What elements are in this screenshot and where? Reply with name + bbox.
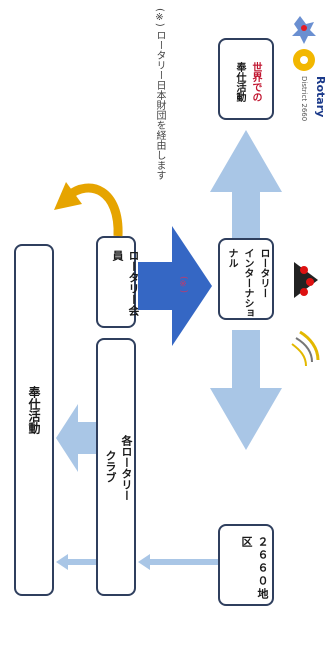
gift-icon	[294, 262, 318, 298]
arrow-district-to-clubs	[138, 554, 218, 570]
footnote: (※) ロータリー日本財団を経由します	[154, 8, 165, 180]
service-activities-label: 奉仕活動	[27, 386, 41, 434]
gold-curved-arrow	[65, 183, 123, 237]
rotary-member-box: ロータリー会員	[96, 236, 140, 328]
rotary-international-box: ロータリー インターナショ ナル	[218, 238, 274, 320]
rotary-logo-text: Rotary	[314, 76, 327, 118]
district-2660-box: ２６６０地区	[218, 524, 274, 606]
world-service-label-line1: 世界での	[250, 62, 261, 102]
arrow-ri-to-district	[210, 330, 282, 450]
rotary-clubs-label-line2: クラブ	[104, 450, 117, 483]
world-service-label-line2: 奉仕活動	[234, 62, 245, 102]
globe-swoosh-icon	[291, 330, 320, 367]
service-activities-box: 奉仕活動	[14, 244, 54, 596]
rotary-member-label: ロータリー会員	[111, 250, 140, 316]
star-emblem-icon	[292, 16, 316, 44]
arrow-clubs-to-service	[56, 404, 96, 472]
rotary-clubs-label-line1: 各ロータリー	[120, 435, 133, 501]
arrow-member-to-ri	[138, 226, 212, 346]
world-service-box: 世界での 奉仕活動	[218, 38, 274, 120]
ri-label-line1: ロータリー	[258, 248, 269, 298]
rotary-wheel-icon	[293, 49, 315, 71]
district-2660-label: ２６６０地区	[240, 536, 269, 601]
arrow-note: (※)	[178, 276, 188, 294]
rotary-logo-subtitle: District 2660	[300, 76, 308, 122]
rotary-clubs-box: 各ロータリー クラブ	[96, 338, 136, 596]
ri-label-line3: ナル	[226, 248, 237, 268]
arrow-ri-to-world	[210, 130, 282, 238]
gold-arrowhead	[54, 182, 82, 210]
ri-label-line2: インターナショ	[242, 248, 253, 318]
arrow-clubs-to-service-bottom	[56, 554, 96, 570]
